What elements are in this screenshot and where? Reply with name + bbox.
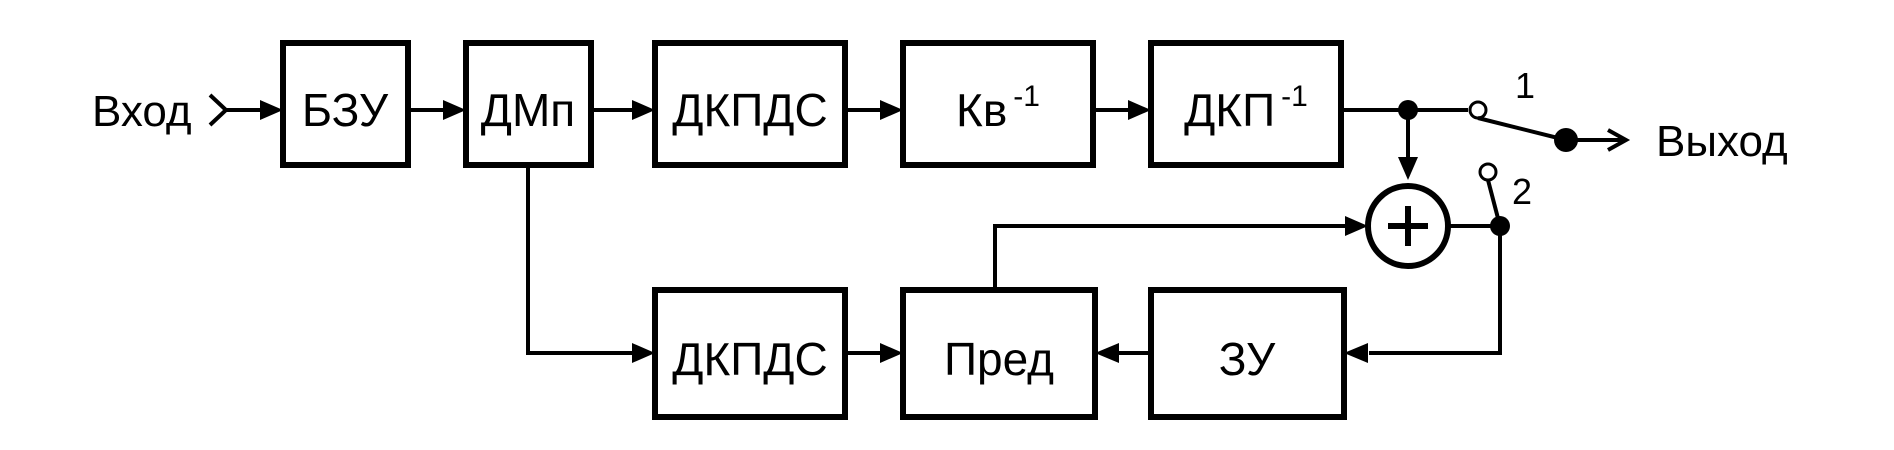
block-kv-inverse: Кв-1 bbox=[900, 40, 1096, 168]
block-zu: ЗУ bbox=[1148, 287, 1347, 420]
arrow-junction-adder bbox=[1398, 157, 1418, 180]
switch-label-1: 1 bbox=[1515, 65, 1535, 106]
block-pred: Пред bbox=[900, 287, 1098, 420]
svg-text:ДКП-1: ДКП-1 bbox=[1184, 80, 1308, 136]
switch-terminal-2 bbox=[1478, 162, 1498, 182]
block-bzu: БЗУ bbox=[280, 40, 411, 168]
arrow-output bbox=[1607, 128, 1631, 152]
arrow-pred-adder bbox=[1345, 216, 1368, 236]
wire-junction-zu bbox=[1369, 226, 1502, 355]
arrow-dkpds-kv bbox=[880, 100, 903, 120]
block-dkp-inverse-label: ДКП bbox=[1184, 84, 1275, 136]
block-dkpds-top: ДКПДС bbox=[652, 40, 848, 168]
block-zu-label: ЗУ bbox=[1219, 333, 1276, 385]
switch-label-2: 2 bbox=[1512, 171, 1532, 212]
block-dkpds-top-label: ДКПДС bbox=[672, 84, 827, 136]
switch-terminal-1 bbox=[1468, 100, 1488, 120]
input-label: Вход bbox=[92, 87, 192, 136]
block-dmp: ДМп bbox=[463, 40, 594, 168]
block-kv-inverse-superscript: -1 bbox=[1013, 80, 1040, 113]
adder bbox=[1365, 183, 1451, 269]
block-dkpds-bottom-label: ДКПДС bbox=[672, 333, 827, 385]
arrow-bzu-dmp bbox=[443, 100, 466, 120]
adder-plus-icon bbox=[1388, 206, 1428, 246]
block-pred-label: Пред bbox=[944, 333, 1054, 385]
wire-pred-adder bbox=[993, 224, 1346, 290]
switch-blade bbox=[1477, 116, 1567, 142]
block-bzu-label: БЗУ bbox=[302, 84, 389, 136]
arrow-dkpds-pred bbox=[880, 343, 903, 363]
arrow-zu-pred bbox=[1095, 343, 1119, 363]
block-dmp-label: ДМп bbox=[481, 84, 575, 136]
svg-text:Кв-1: Кв-1 bbox=[956, 80, 1040, 136]
wire-dmp-dkpds-bottom bbox=[526, 165, 634, 355]
block-dkp-inverse: ДКП-1 bbox=[1148, 40, 1344, 168]
wire-junction-terminal-2 bbox=[1486, 179, 1502, 227]
arrow-input-bzu bbox=[260, 100, 283, 120]
block-dkp-inverse-superscript: -1 bbox=[1281, 80, 1308, 113]
output-label: Выход bbox=[1656, 117, 1788, 166]
arrow-dmp-dkpds-bottom bbox=[632, 343, 655, 363]
arrow-kv-dkp bbox=[1128, 100, 1151, 120]
block-kv-inverse-label: Кв bbox=[956, 84, 1007, 136]
input-chevron bbox=[208, 93, 229, 127]
block-dkpds-bottom: ДКПДС bbox=[652, 287, 848, 420]
arrow-into-zu bbox=[1344, 343, 1368, 363]
arrow-dmp-dkpds-top bbox=[632, 100, 655, 120]
